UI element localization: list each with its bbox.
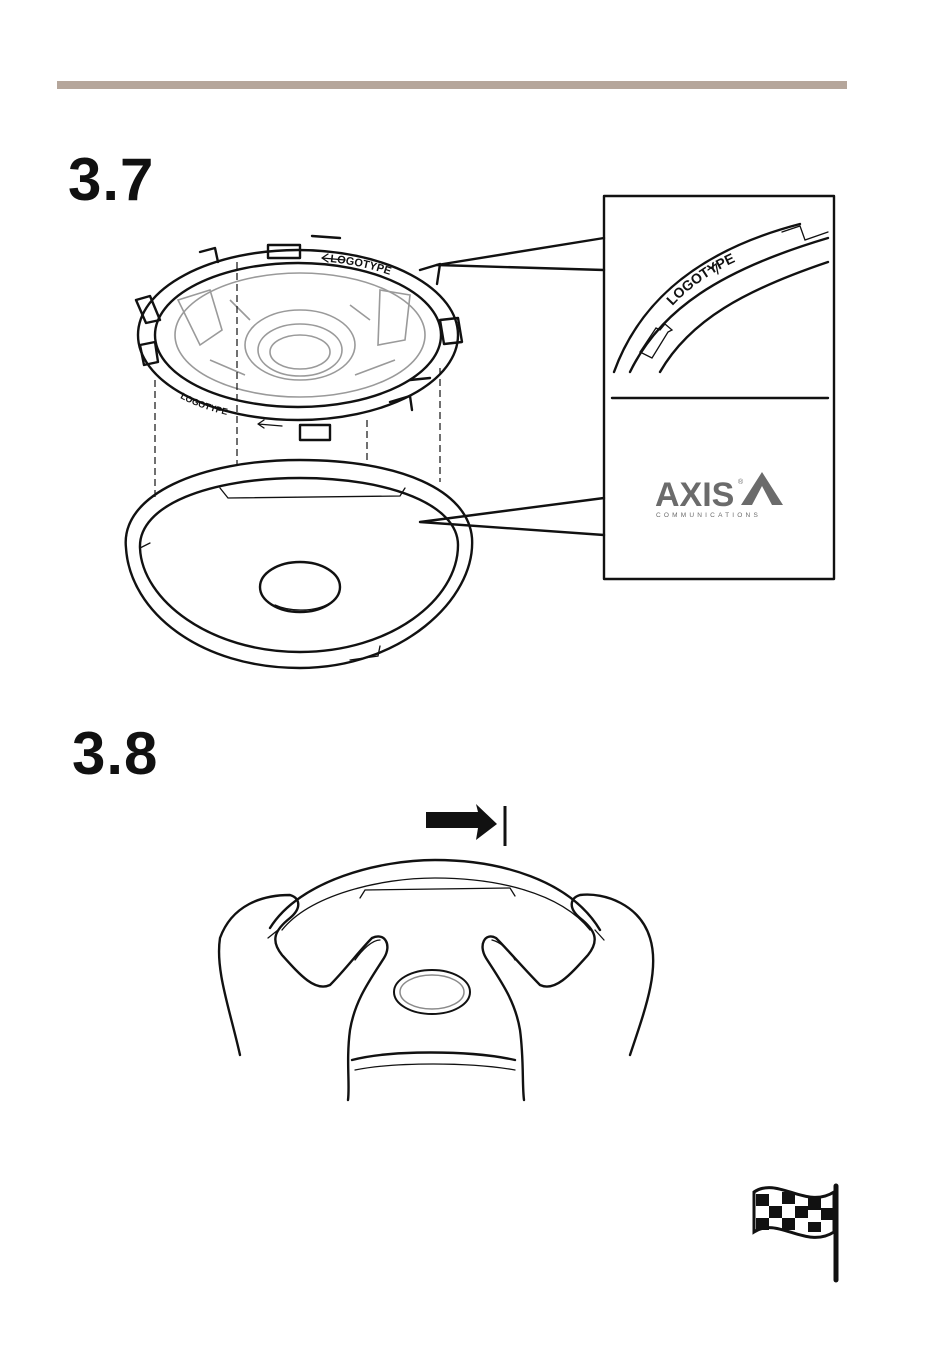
bezel-ring: LOGOTYPE LOGOTYPE: [136, 236, 462, 440]
logo-brand: AXIS: [655, 476, 734, 514]
finish-flag-icon: [754, 1186, 836, 1280]
callout-leader-upper: [437, 238, 604, 270]
logo-tagline: COMMUNICATIONS: [656, 512, 761, 519]
dome-cover: [126, 460, 472, 668]
callout-leader-lower: [420, 498, 604, 535]
dome-pressing: [270, 860, 600, 1070]
detail-callout: LOGOTYPE AXIS ® COMMUNICATIONS: [604, 196, 834, 579]
camera-body: [175, 273, 425, 397]
step-3-8-illustration: [219, 804, 653, 1100]
ring-detail: LOGOTYPE: [614, 224, 828, 372]
push-arrow-icon: [426, 804, 505, 846]
step-3-7-illustration: LOGOTYPE LOGOTYPE: [126, 196, 834, 668]
logo-registered: ®: [738, 478, 744, 486]
axis-logo: AXIS ® COMMUNICATIONS: [655, 472, 783, 519]
